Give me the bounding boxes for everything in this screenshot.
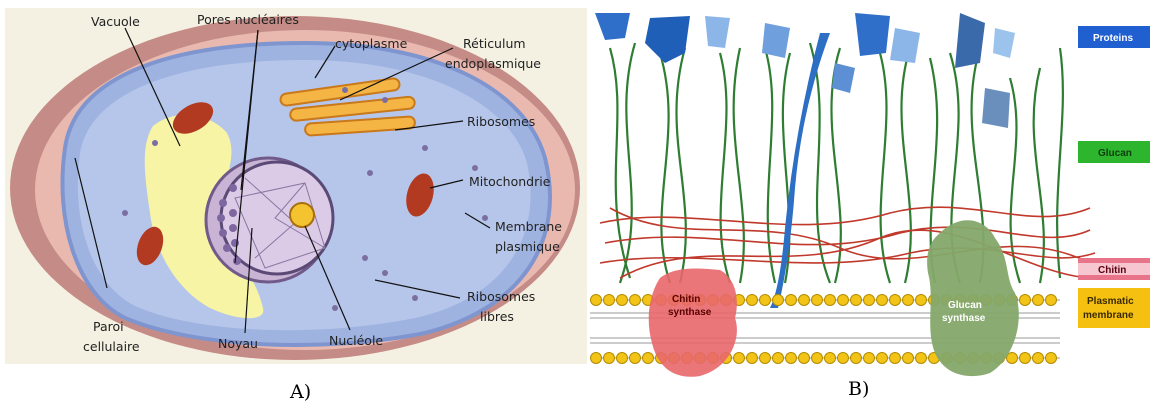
lipid-head xyxy=(747,295,758,306)
label-paroi-line2: cellulaire xyxy=(83,339,140,354)
fungal-cell-wall-diagram: Chitin synthase Glucan synthase Proteins… xyxy=(590,8,1154,378)
legend-chitin: Chitin xyxy=(1098,265,1126,276)
legend-proteins: Proteins xyxy=(1093,33,1133,44)
lipid-head xyxy=(643,353,654,364)
label-mitochondrie: Mitochondrie xyxy=(469,174,551,189)
chitin-synthase-line1: Chitin xyxy=(672,294,700,305)
lipid-head xyxy=(903,353,914,364)
lipid-head xyxy=(773,353,784,364)
lipid-head xyxy=(825,295,836,306)
chitin-fibers xyxy=(600,207,1095,278)
lipid-head xyxy=(604,353,615,364)
label-noyau: Noyau xyxy=(218,336,258,351)
lipid-head xyxy=(851,295,862,306)
caption-b: B) xyxy=(848,378,869,400)
glucan-synthase xyxy=(927,220,1019,376)
lipid-head xyxy=(903,295,914,306)
legend-membrane-line2: membrane xyxy=(1083,310,1134,321)
lipid-head xyxy=(786,295,797,306)
glucan-synthase-line1: Glucan xyxy=(948,300,982,311)
legend-swatch-membrane xyxy=(1078,288,1150,328)
plant-cell-panel: Vacuole Pores nucléaires cytoplasme Réti… xyxy=(5,8,587,364)
lipid-head xyxy=(916,295,927,306)
lipid-head xyxy=(630,353,641,364)
plant-cell-diagram: Vacuole Pores nucléaires cytoplasme Réti… xyxy=(5,8,587,364)
label-ribosomes-libres-line2: libres xyxy=(480,309,514,324)
lipid-head xyxy=(604,295,615,306)
lipid-head xyxy=(747,353,758,364)
lipid-head xyxy=(760,295,771,306)
lipid-head xyxy=(825,353,836,364)
lipid-head xyxy=(877,353,888,364)
label-nucleole: Nucléole xyxy=(329,333,383,348)
label-ribosomes: Ribosomes xyxy=(467,114,535,129)
lipid-head xyxy=(864,353,875,364)
label-paroi-line1: Paroi xyxy=(93,319,124,334)
lipid-head xyxy=(838,353,849,364)
lipid-head xyxy=(1020,295,1031,306)
lipid-head xyxy=(812,353,823,364)
lipid-head xyxy=(786,353,797,364)
lipid-head xyxy=(617,353,628,364)
nucleolus xyxy=(290,203,314,227)
lipid-head xyxy=(591,353,602,364)
label-membrane-line2: plasmique xyxy=(495,239,560,254)
lipid-head xyxy=(838,295,849,306)
lipid-head xyxy=(734,353,745,364)
chitin-synthase-line2: synthase xyxy=(668,307,712,318)
label-pores-nucleaires: Pores nucléaires xyxy=(197,12,299,27)
lipid-head xyxy=(760,353,771,364)
lipid-head xyxy=(1007,353,1018,364)
label-vacuole: Vacuole xyxy=(91,14,140,29)
label-cytoplasme: cytoplasme xyxy=(335,36,408,51)
chitin-synthase xyxy=(649,268,737,376)
lipid-head xyxy=(799,353,810,364)
lipid-head xyxy=(890,295,901,306)
lipid-head xyxy=(799,295,810,306)
lipid-head xyxy=(812,295,823,306)
lipid-head xyxy=(890,353,901,364)
lipid-head xyxy=(851,353,862,364)
lipid-head xyxy=(877,295,888,306)
lipid-head xyxy=(591,295,602,306)
label-reticulum-line2: endoplasmique xyxy=(445,56,541,71)
lipid-head xyxy=(1033,295,1044,306)
label-membrane-line1: Membrane xyxy=(495,219,562,234)
glucan-synthase-line2: synthase xyxy=(942,313,986,324)
label-reticulum-line1: Réticulum xyxy=(463,36,526,51)
lipid-head xyxy=(773,295,784,306)
label-ribosomes-libres-line1: Ribosomes xyxy=(467,289,535,304)
lipid-head xyxy=(1046,295,1057,306)
legend: Proteins Glucan Chitin Plasmatic membran… xyxy=(1078,26,1150,328)
lipid-head xyxy=(617,295,628,306)
lipid-head xyxy=(1020,353,1031,364)
lipid-head xyxy=(1033,353,1044,364)
lipid-head xyxy=(630,295,641,306)
legend-glucan: Glucan xyxy=(1098,148,1132,159)
legend-membrane-line1: Plasmatic xyxy=(1087,296,1134,307)
lipid-head xyxy=(1046,353,1057,364)
lipid-head xyxy=(916,353,927,364)
lipid-head xyxy=(864,295,875,306)
fungal-wall-panel: Chitin synthase Glucan synthase Proteins… xyxy=(590,8,1154,378)
caption-a: A) xyxy=(290,381,311,403)
